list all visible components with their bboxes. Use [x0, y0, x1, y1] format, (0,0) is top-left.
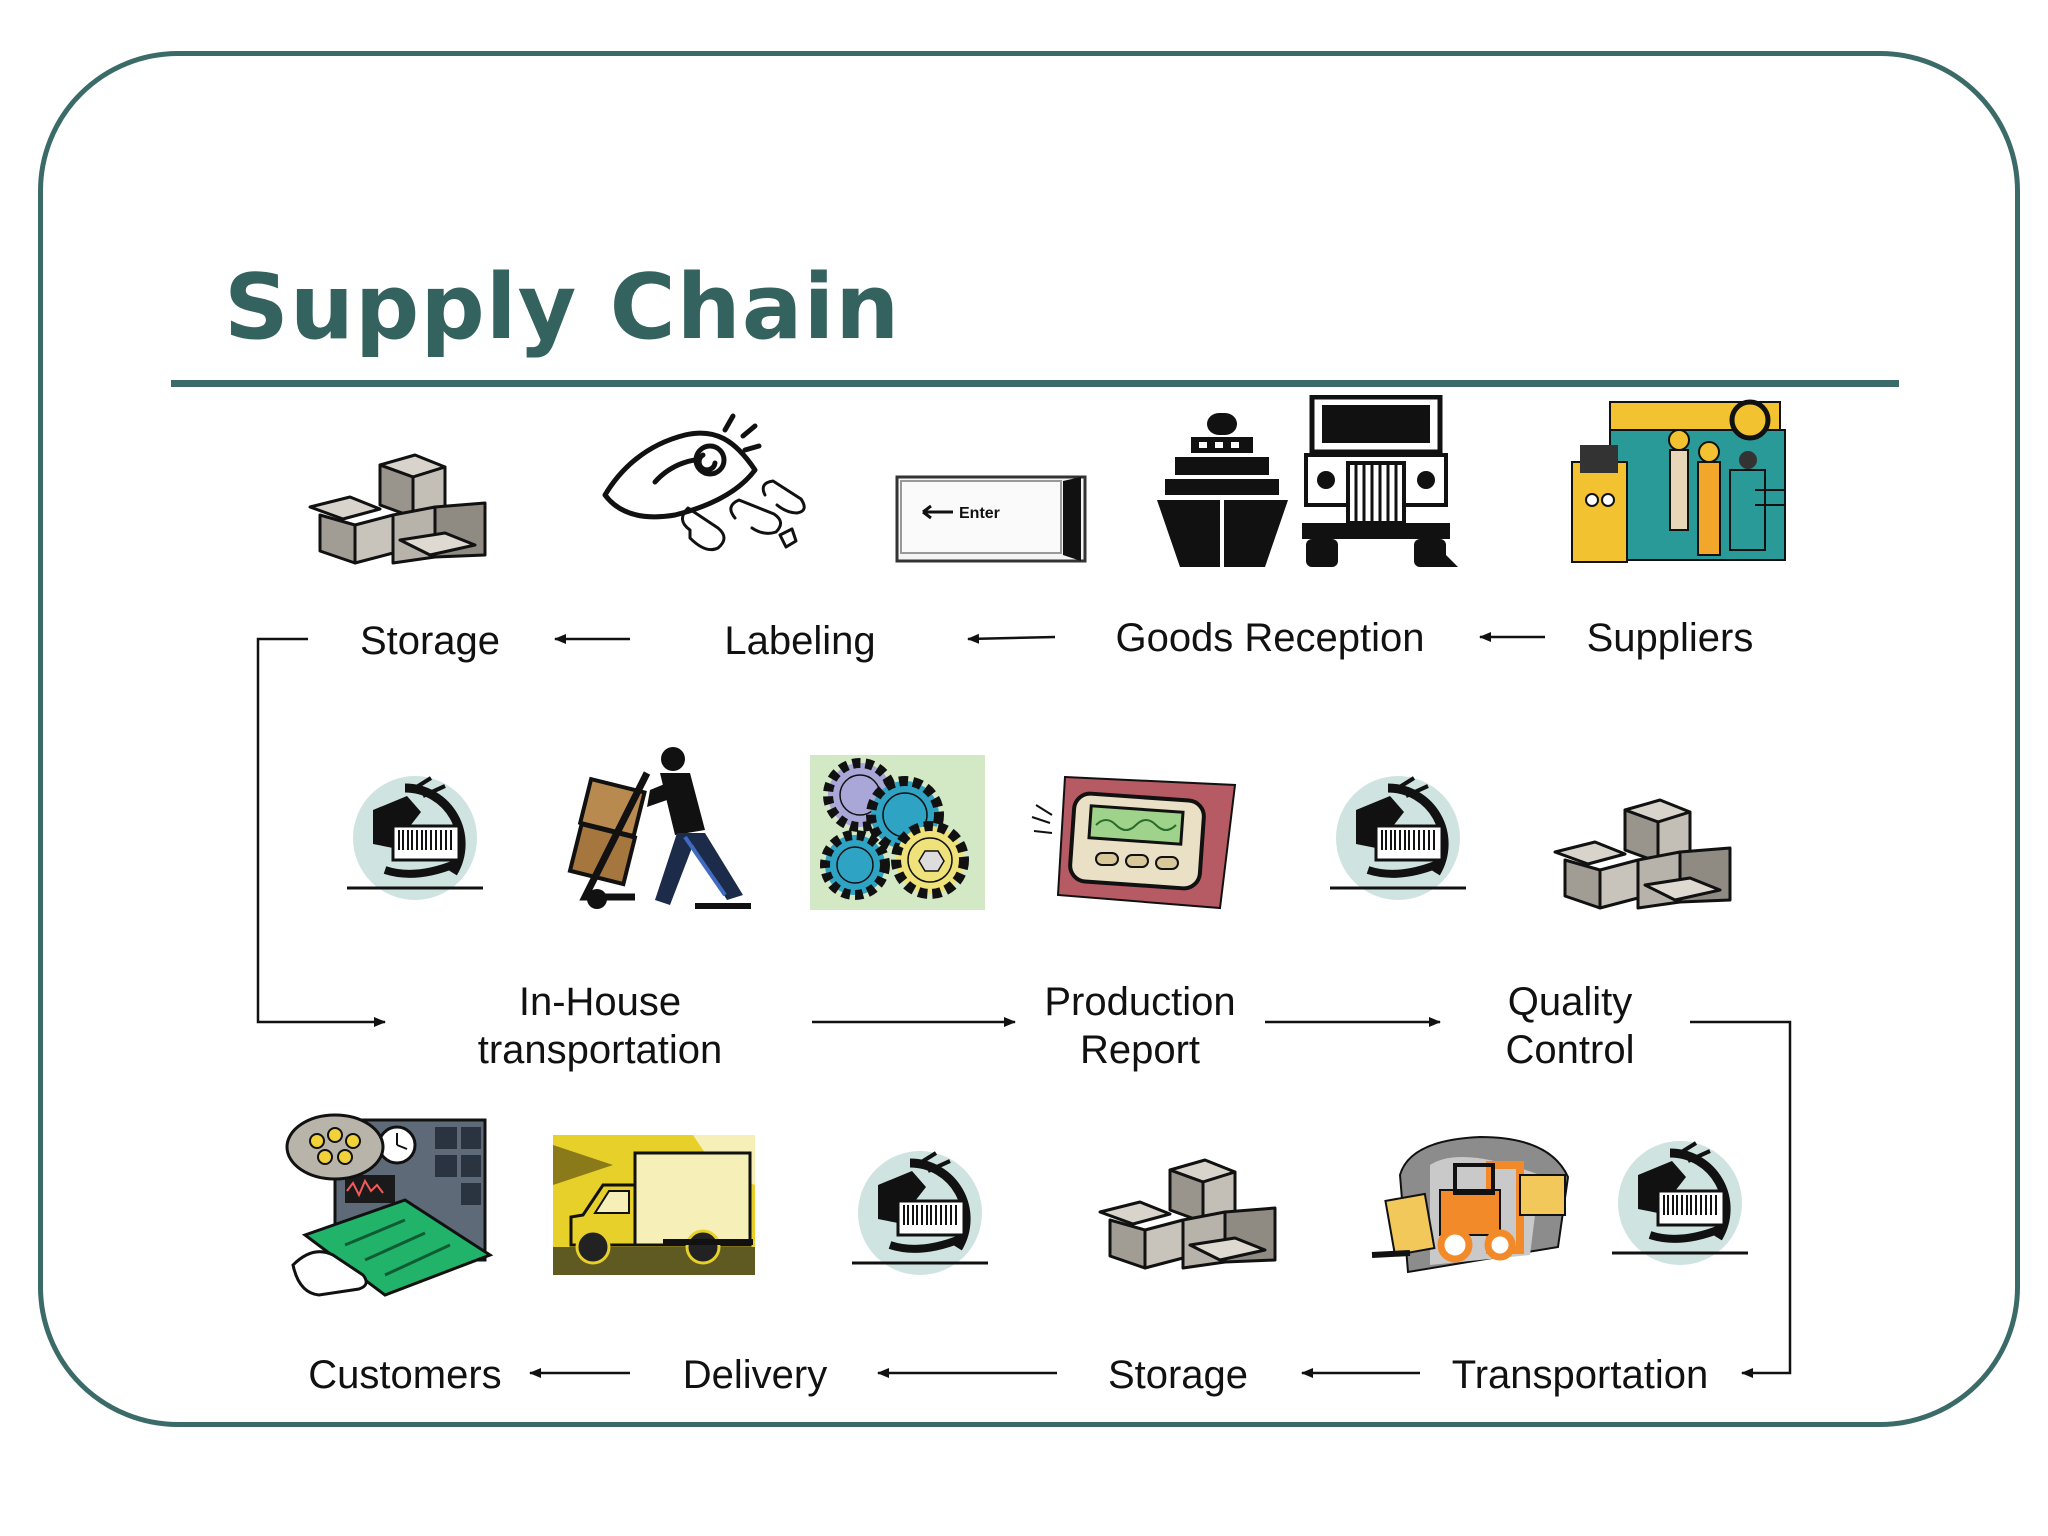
- connector-storage-to-inhouse: [256, 637, 386, 1027]
- barcode-scanner-icon: [347, 776, 483, 900]
- gears-icon: [810, 755, 985, 910]
- barcode-scanner-icon: [1612, 1141, 1748, 1265]
- pager-device-icon: [1031, 775, 1237, 910]
- boxes-icon: [1098, 1158, 1277, 1270]
- label-quality-control: Quality Control: [1505, 980, 1635, 1072]
- label-customers: Customers: [308, 1353, 502, 1397]
- label-in-house-transportation: In-House transportation: [477, 980, 723, 1072]
- enter-key-icon: Enter: [895, 475, 1087, 563]
- truck-icon: [1302, 395, 1458, 567]
- ship-icon: [1157, 413, 1288, 567]
- title-divider: [171, 380, 1899, 387]
- forklift-icon: [1371, 1135, 1570, 1274]
- label-paperclips-icon: [602, 413, 806, 552]
- slide-title: Supply Chain: [224, 255, 901, 360]
- label-suppliers: Suppliers: [1586, 616, 1754, 660]
- boxes-icon: [1553, 798, 1732, 910]
- arrow-goods-to-labeling: [967, 633, 1056, 644]
- label-storage-1: Storage: [359, 619, 501, 663]
- delivery-truck-icon: [553, 1135, 755, 1275]
- label-goods-reception: Goods Reception: [1115, 616, 1425, 660]
- factory-workers-icon: [1571, 399, 1786, 563]
- boxes-icon: [308, 453, 487, 565]
- label-transportation: Transportation: [1451, 1353, 1709, 1397]
- enter-key-label: Enter: [959, 505, 1000, 522]
- circuit-board-icon: [285, 1113, 494, 1297]
- connector-quality-to-transportation: [1690, 1020, 1792, 1378]
- label-delivery: Delivery: [682, 1353, 828, 1397]
- label-production-report: Production Report: [1044, 980, 1236, 1072]
- hand-truck-worker-icon: [567, 747, 751, 909]
- label-storage-2: Storage: [1107, 1353, 1249, 1397]
- label-labeling: Labeling: [724, 619, 876, 663]
- barcode-scanner-icon: [1330, 776, 1466, 900]
- slide-frame: [38, 51, 2020, 1427]
- barcode-scanner-icon: [852, 1151, 988, 1275]
